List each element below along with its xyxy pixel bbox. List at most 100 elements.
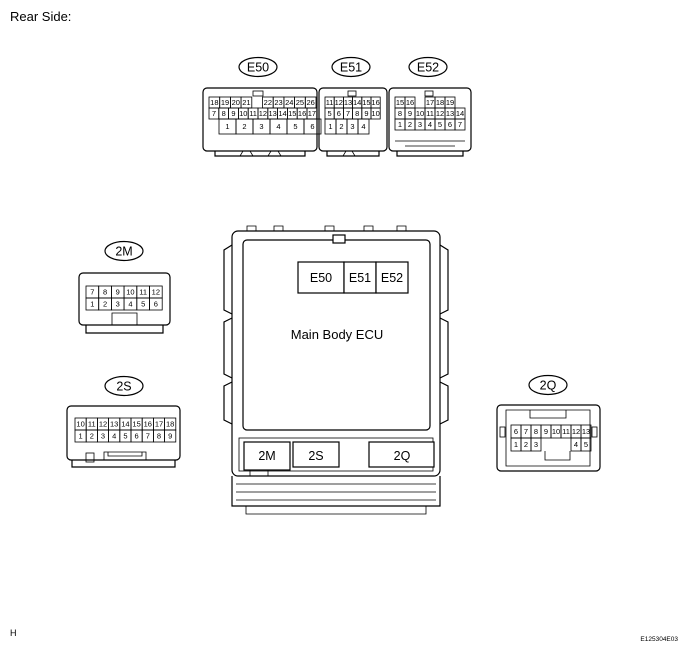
pin-number: 2: [103, 300, 107, 309]
pin-number: 20: [232, 98, 240, 107]
pin-number: 2: [524, 440, 528, 449]
pin-number: 6: [154, 300, 158, 309]
pin-number: 6: [337, 109, 341, 118]
pin-number: 5: [438, 120, 442, 129]
pin-number: 4: [428, 120, 432, 129]
pin-number: 12: [572, 427, 580, 436]
pin-number: 11: [326, 98, 334, 107]
pin-number: 10: [552, 427, 560, 436]
pin-number: 3: [534, 440, 538, 449]
pin-number: 10: [239, 109, 247, 118]
pin-number: 22: [264, 98, 272, 107]
pin-number: 15: [396, 98, 404, 107]
pin-number: 3: [350, 122, 354, 131]
pin-number: 18: [166, 420, 174, 429]
pin-number: 24: [285, 98, 293, 107]
pin-number: 25: [296, 98, 304, 107]
pin-number: 14: [121, 420, 129, 429]
pin-number: 13: [582, 427, 590, 436]
pin-number: 15: [132, 420, 140, 429]
pin-number: 7: [146, 432, 150, 441]
ecu-socket-2q-label: 2Q: [394, 449, 411, 463]
pin-number: 8: [355, 109, 359, 118]
pin-number: 16: [406, 98, 414, 107]
pin-number: 5: [328, 109, 332, 118]
pin-number: 4: [361, 122, 365, 131]
pin-number: 1: [514, 440, 518, 449]
pin-number: 10: [416, 109, 424, 118]
ecu-socket-e51-label: E51: [349, 271, 371, 285]
pin-number: 11: [139, 288, 147, 297]
pin-number: 8: [222, 109, 226, 118]
pin-number: 9: [408, 109, 412, 118]
pin-number: 17: [426, 98, 434, 107]
footer-left-code: H: [10, 628, 17, 638]
pin-number: 26: [306, 98, 314, 107]
pin-number: 11: [249, 109, 257, 118]
pin-number: 1: [225, 122, 229, 131]
pin-number: 11: [88, 420, 96, 429]
pin-number: 9: [544, 427, 548, 436]
pin-number: 13: [446, 109, 454, 118]
connector-2s-housing: [66, 405, 181, 461]
pin-number: 2: [408, 120, 412, 129]
pin-number: 8: [157, 432, 161, 441]
pin-number: 19: [446, 98, 454, 107]
connector-e51-label: E51: [340, 61, 362, 75]
pin-number: 14: [278, 109, 286, 118]
connector-e52-label: E52: [417, 61, 439, 75]
pin-number: 18: [210, 98, 218, 107]
pin-cell: [530, 437, 542, 452]
pin-number: 23: [274, 98, 282, 107]
pin-number: 21: [242, 98, 250, 107]
pin-number: 16: [144, 420, 152, 429]
pin-number: 12: [259, 109, 267, 118]
pin-number: 1: [79, 432, 83, 441]
pin-cell: [370, 107, 381, 120]
connector-2q-housing: [496, 404, 601, 472]
connector-2m-housing: [78, 272, 171, 326]
pin-number: 11: [426, 109, 434, 118]
ecu-socket-2s: [292, 441, 340, 468]
pin-cell: [580, 437, 592, 452]
pin-number: 8: [534, 427, 538, 436]
pin-number: 12: [152, 288, 160, 297]
pin-number: 6: [310, 122, 314, 131]
connector-2s-label-oval: [104, 375, 144, 397]
pin-number: 7: [458, 120, 462, 129]
pin-number: 5: [584, 440, 588, 449]
main-body-ecu: E50 E51 E52 Main Body ECU 2M 2S 2Q: [223, 225, 449, 515]
pin-number: 9: [168, 432, 172, 441]
ecu-socket-e52: [375, 261, 409, 294]
pin-number: 4: [276, 122, 280, 131]
pin-number: 9: [364, 109, 368, 118]
pin-number: 2: [339, 122, 343, 131]
connector-2q-label-oval: [528, 374, 568, 396]
pin-number: 15: [362, 98, 370, 107]
ecu-socket-2m: [243, 441, 291, 471]
pin-number: 5: [141, 300, 145, 309]
pin-number: 2: [242, 122, 246, 131]
connector-2q-label: 2Q: [540, 379, 557, 393]
ecu-title: Main Body ECU: [291, 327, 383, 342]
connector-2m-label-oval: [104, 240, 144, 262]
pin-number: 7: [524, 427, 528, 436]
pin-number: 10: [126, 288, 134, 297]
pin-number: 15: [288, 109, 296, 118]
pin-cell: [149, 297, 163, 311]
pin-number: 1: [328, 122, 332, 131]
ecu-socket-2q: [368, 441, 435, 468]
pin-cell: [454, 118, 466, 131]
pin-number: 8: [398, 109, 402, 118]
pin-number: 12: [436, 109, 444, 118]
ecu-socket-e52-label: E52: [381, 271, 403, 285]
connector-2m-label: 2M: [115, 245, 132, 259]
connector-2s-label: 2S: [116, 380, 131, 394]
